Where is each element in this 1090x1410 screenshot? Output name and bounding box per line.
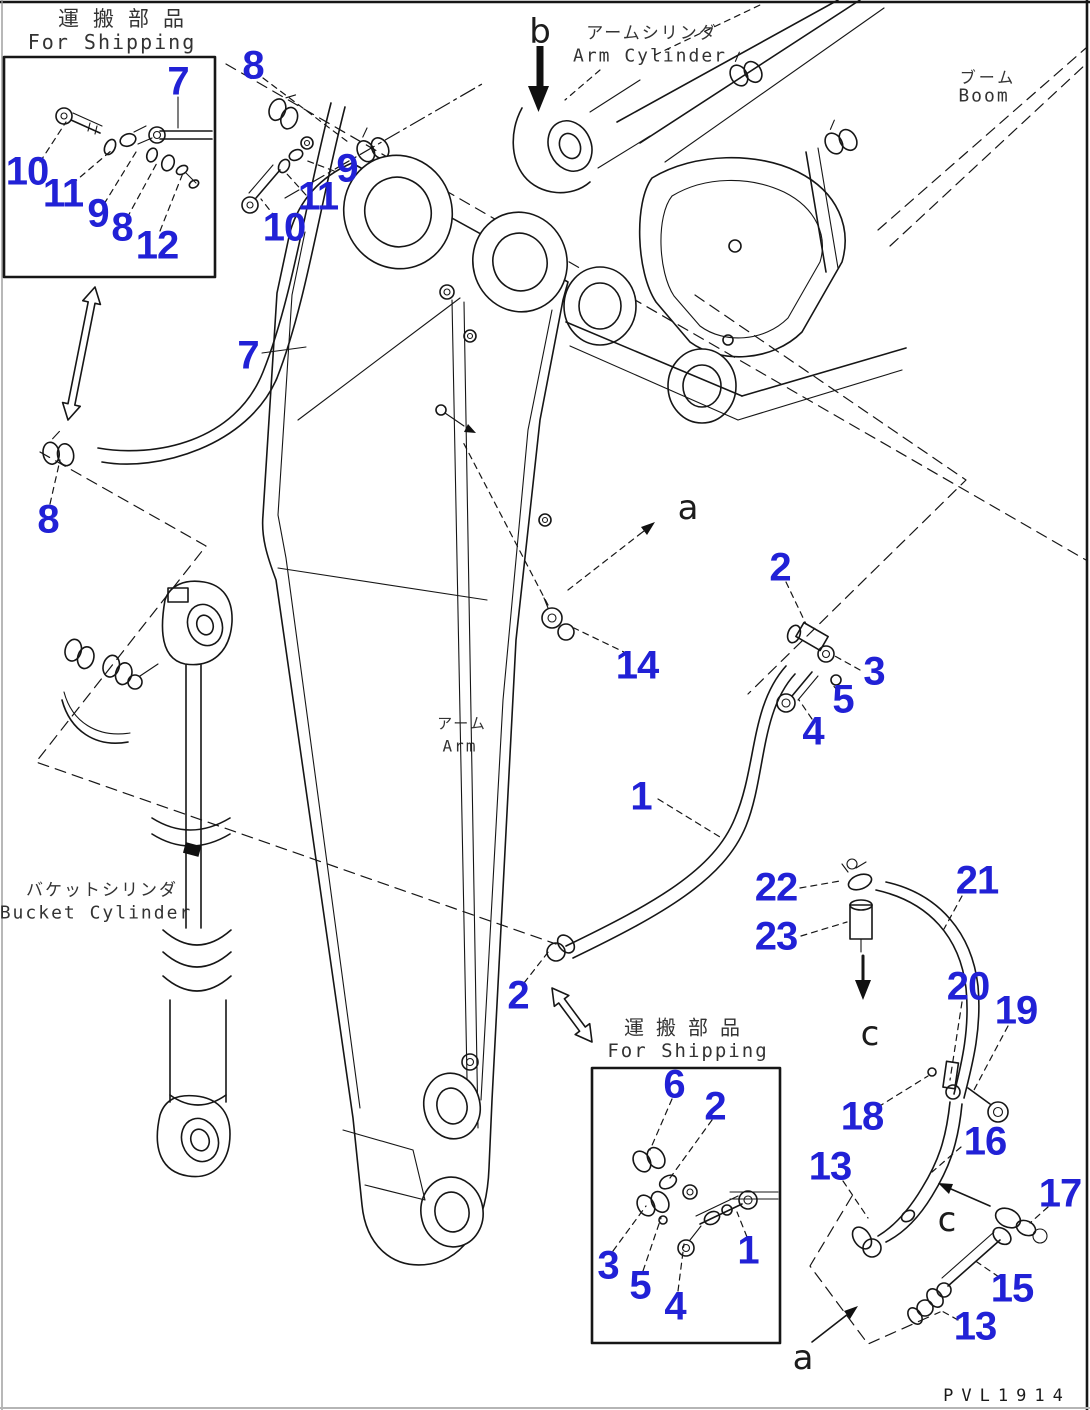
callout-11: 11 xyxy=(297,174,339,219)
label-shipping-top-jp: 運搬部品 xyxy=(58,7,198,31)
callout-5: 5 xyxy=(832,677,854,722)
label-arm-jp: アーム xyxy=(437,714,487,733)
view-arrow-b xyxy=(528,46,549,112)
fitting-14 xyxy=(435,404,575,641)
phantom-boundary-lines xyxy=(35,4,1087,1345)
boom-assembly xyxy=(563,0,1087,424)
callout-4: 4 xyxy=(664,1284,686,1329)
callout-13: 13 xyxy=(808,1144,852,1189)
callout-13: 13 xyxy=(953,1304,997,1349)
bucket-cylinder-assembly xyxy=(61,580,233,1178)
callout-4: 4 xyxy=(802,709,824,754)
shipping-box-top xyxy=(2,55,217,279)
callout-10: 10 xyxy=(262,205,306,250)
callout-3: 3 xyxy=(597,1243,619,1288)
callout-9: 9 xyxy=(87,191,109,236)
callout-7: 7 xyxy=(237,333,259,378)
callout-7: 7 xyxy=(167,59,189,104)
label-boom-en: Boom xyxy=(958,85,1010,107)
arm-assembly xyxy=(261,154,569,1266)
callout-2: 2 xyxy=(769,545,791,590)
callout-8: 8 xyxy=(111,205,133,250)
fitting-cluster-top xyxy=(241,94,390,214)
view-letter-a: a xyxy=(792,1338,814,1378)
plate-number: PVL1914 xyxy=(943,1386,1071,1406)
callout-9: 9 xyxy=(336,146,358,191)
callout-22: 22 xyxy=(754,865,798,910)
callout-17: 17 xyxy=(1038,1171,1082,1216)
view-letter-c: c xyxy=(860,1014,880,1054)
label-bucket-cylinder-jp: バケットシリンダ xyxy=(26,880,178,901)
callout-12: 12 xyxy=(135,223,179,268)
callout-15: 15 xyxy=(990,1266,1034,1311)
view-letter-a: a xyxy=(677,488,699,528)
callout-8: 8 xyxy=(37,497,59,542)
hose-21-assembly xyxy=(811,858,1048,1343)
view-letter-c: c xyxy=(937,1200,957,1240)
callout-1: 1 xyxy=(737,1228,759,1273)
label-bucket-cylinder-en: Bucket Cylinder xyxy=(0,902,193,924)
label-shipping-top-en: For Shipping xyxy=(27,30,197,54)
callout-11: 11 xyxy=(42,171,84,216)
callout-3: 3 xyxy=(863,649,885,694)
callout-1: 1 xyxy=(630,774,652,819)
label-arm-cylinder-en: Arm Cylinder xyxy=(572,45,728,67)
label-boom-jp: ブーム xyxy=(959,68,1017,87)
callout-18: 18 xyxy=(840,1094,884,1139)
callout-16: 16 xyxy=(963,1119,1007,1164)
hose-7 xyxy=(42,102,346,467)
view-letter-b: b xyxy=(529,12,551,52)
callout-10: 10 xyxy=(5,149,49,194)
callout-2: 2 xyxy=(507,973,529,1018)
callout-5: 5 xyxy=(629,1263,651,1308)
leader-lines xyxy=(39,77,1049,1321)
label-arm-cylinder-jp: アームシリンダ xyxy=(586,23,718,44)
fitting-cluster-right xyxy=(776,621,842,713)
callout-14: 14 xyxy=(615,643,659,688)
callout-6: 6 xyxy=(663,1062,685,1107)
label-shipping-bottom-en: For Shipping xyxy=(607,1040,769,1062)
double-arrow-left xyxy=(61,286,102,421)
callout-8: 8 xyxy=(242,43,264,88)
label-arm-en: Arm xyxy=(442,736,478,756)
section-arrow-a-mid xyxy=(567,522,655,591)
callout-2: 2 xyxy=(704,1084,726,1129)
callout-23: 23 xyxy=(754,914,798,959)
label-shipping-bottom-jp: 運搬部品 xyxy=(624,1015,752,1040)
callout-19: 19 xyxy=(994,988,1038,1033)
double-arrow-bottom xyxy=(551,987,593,1043)
callout-20: 20 xyxy=(946,964,990,1009)
shipping-box-bottom xyxy=(590,1066,782,1345)
callout-21: 21 xyxy=(955,858,999,903)
hose-1 xyxy=(546,665,796,962)
